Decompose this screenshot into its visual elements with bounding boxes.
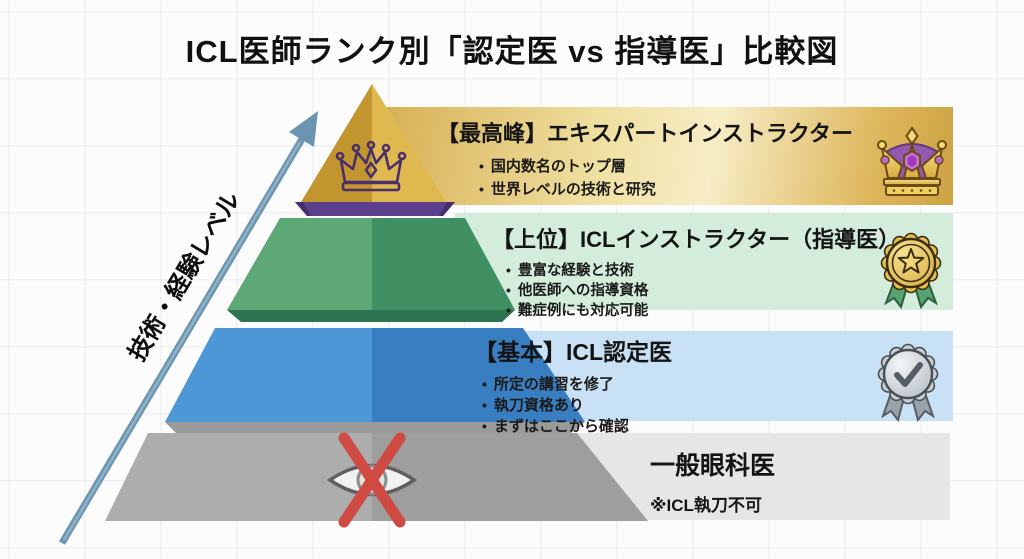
tier-content-general: 一般眼科医 ※ICL執刀不可: [650, 446, 775, 516]
tier-bullets-instructor: 豊富な経験と技術他医師への指導資格難症例にも対応可能: [506, 261, 900, 321]
tier-bullets-expert: 国内数名のトップ層世界レベルの技術と研究: [479, 155, 853, 201]
bullet-item: 世界レベルの技術と研究: [479, 178, 853, 201]
tier-heading-general: 一般眼科医: [650, 452, 776, 480]
bullet-item: 難症例にも対応可能: [506, 301, 900, 321]
crown-icon: [870, 124, 954, 205]
gold-medal-icon: [874, 229, 948, 314]
bullet-item: 豊富な経験と技術: [506, 261, 900, 281]
tier-heading-instructor: 【上位】ICLインストラクター（指導医）: [492, 227, 901, 252]
level-arrow: [58, 111, 318, 545]
silver-medal-icon: [871, 340, 945, 427]
axis-label: 技術・経験レベル: [123, 187, 246, 366]
tier-content-certified: 【基本】ICL認定医 所定の講習を修了執刀資格ありまずはここから確認: [474, 333, 672, 437]
bullet-item: 国内数名のトップ層: [479, 155, 853, 178]
tier-note-general: ※ICL執刀不可: [650, 496, 762, 515]
page-title: ICL医師ランク別「認定医 vs 指導医」比較図: [185, 34, 839, 69]
bullet-item: 他医師への指導資格: [506, 281, 900, 301]
tier-content-instructor: 【上位】ICLインストラクター（指導医） 豊富な経験と技術他医師への指導資格難症…: [492, 222, 900, 321]
bullet-item: 所定の講習を修了: [482, 374, 672, 395]
tier-heading-certified: 【基本】ICL認定医: [474, 339, 673, 365]
bullet-item: 執刀資格あり: [482, 395, 672, 416]
tier-content-expert: 【最高峰】エキスパートインストラクター 国内数名のトップ層世界レベルの技術と研究: [437, 116, 853, 201]
tier-heading-expert: 【最高峰】エキスパートインストラクター: [437, 121, 854, 146]
no-icl-eye-icon: [326, 432, 418, 528]
tier-bullets-certified: 所定の講習を修了執刀資格ありまずはここから確認: [482, 374, 672, 437]
bullet-item: まずはここから確認: [482, 416, 672, 437]
